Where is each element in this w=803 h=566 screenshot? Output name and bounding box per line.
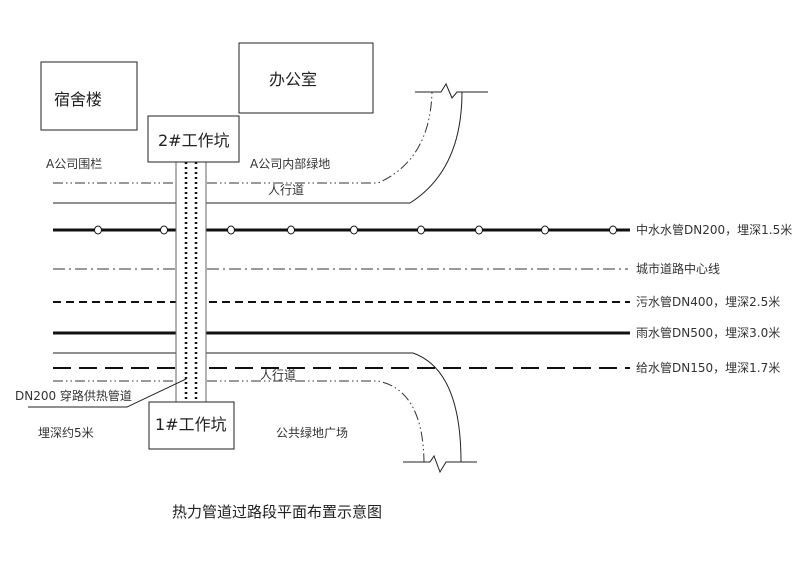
- company-fence-line: [53, 91, 433, 184]
- sidewalk-top-label: 人行道: [268, 183, 304, 197]
- valve-marker: [475, 225, 483, 235]
- reclaimed-pipe-valves: [94, 225, 617, 235]
- pit-1-box: [148, 401, 235, 450]
- valve-marker: [94, 225, 102, 235]
- crossing-pipe-label: DN200 穿路供热管道: [15, 388, 132, 403]
- legend-sewage: 污水管DN400，埋深2.5米: [636, 294, 780, 309]
- bottom-break-line: [403, 454, 477, 474]
- valve-marker: [417, 225, 425, 235]
- top-break-line: [415, 82, 488, 99]
- valve-marker: [227, 225, 235, 235]
- legend-reclaimed: 中水水管DN200，埋深1.5米: [636, 222, 792, 237]
- valve-marker: [160, 225, 168, 235]
- inner-green-label: A公司内部绿地: [250, 156, 330, 171]
- public-green-boundary: [53, 380, 425, 463]
- office-label: 办公室: [269, 70, 317, 89]
- fence-label: A公司围栏: [46, 156, 102, 171]
- valve-marker: [350, 225, 358, 235]
- pit-2-label: 2#工作坑: [158, 131, 230, 150]
- public-green-label: 公共绿地广场: [276, 425, 348, 440]
- pit-2-box: [147, 115, 240, 163]
- valve-marker: [541, 225, 549, 235]
- dorm-building-box: [40, 61, 138, 131]
- upper-sidewalk-edge: [53, 91, 463, 204]
- diagram-title: 热力管道过路段平面布置示意图: [172, 503, 382, 521]
- dorm-label: 宿舍楼: [54, 90, 102, 109]
- legend-supply: 给水管DN150，埋深1.7米: [636, 360, 780, 375]
- pipe-leader-line: [28, 378, 187, 408]
- office-building-box: [238, 42, 374, 114]
- crossing-depth-label: 埋深约5米: [38, 425, 94, 440]
- sidewalk-bottom-label: 人行道: [260, 368, 296, 382]
- pit-1-label: 1#工作坑: [155, 415, 227, 434]
- legend-centerline: 城市道路中心线: [636, 261, 720, 276]
- valve-marker: [609, 225, 617, 235]
- valve-marker: [287, 225, 295, 235]
- legend-rain: 雨水管DN500，埋深3.0米: [636, 325, 780, 340]
- lower-sidewalk-edge: [53, 352, 462, 463]
